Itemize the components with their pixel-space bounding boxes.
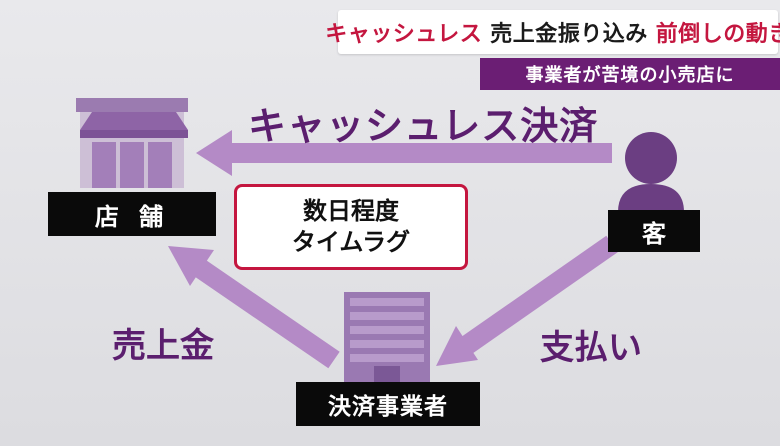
headline-part-3: 前倒しの動き	[655, 22, 780, 47]
store-label: 店 舗	[48, 192, 216, 236]
payment-processor-label: 決済事業者	[296, 382, 480, 426]
headline-part-2: 売上金振り込み	[490, 22, 648, 47]
payment-label: 支払い	[540, 328, 642, 368]
store-icon	[76, 98, 188, 188]
time-lag-box: 数日程度 タイムラグ	[234, 184, 468, 270]
person-icon	[618, 132, 684, 212]
subheadline-banner: 事業者が苦境の小売店に	[480, 58, 780, 90]
customer-label: 客	[608, 210, 700, 252]
time-lag-line-1: 数日程度	[303, 196, 399, 225]
headline-banner: キャッシュレス 売上金振り込み 前倒しの動き	[325, 10, 780, 54]
headline-part-1: キャッシュレス	[325, 22, 483, 47]
sales-proceeds-label: 売上金	[112, 326, 214, 366]
arrow-cashless	[196, 130, 612, 176]
arrow-sales	[168, 246, 340, 369]
cashless-payment-label: キャッシュレス決済	[248, 104, 599, 148]
building-icon	[344, 292, 430, 382]
time-lag-line-2: タイムラグ	[291, 228, 411, 256]
arrow-payment	[436, 235, 618, 366]
